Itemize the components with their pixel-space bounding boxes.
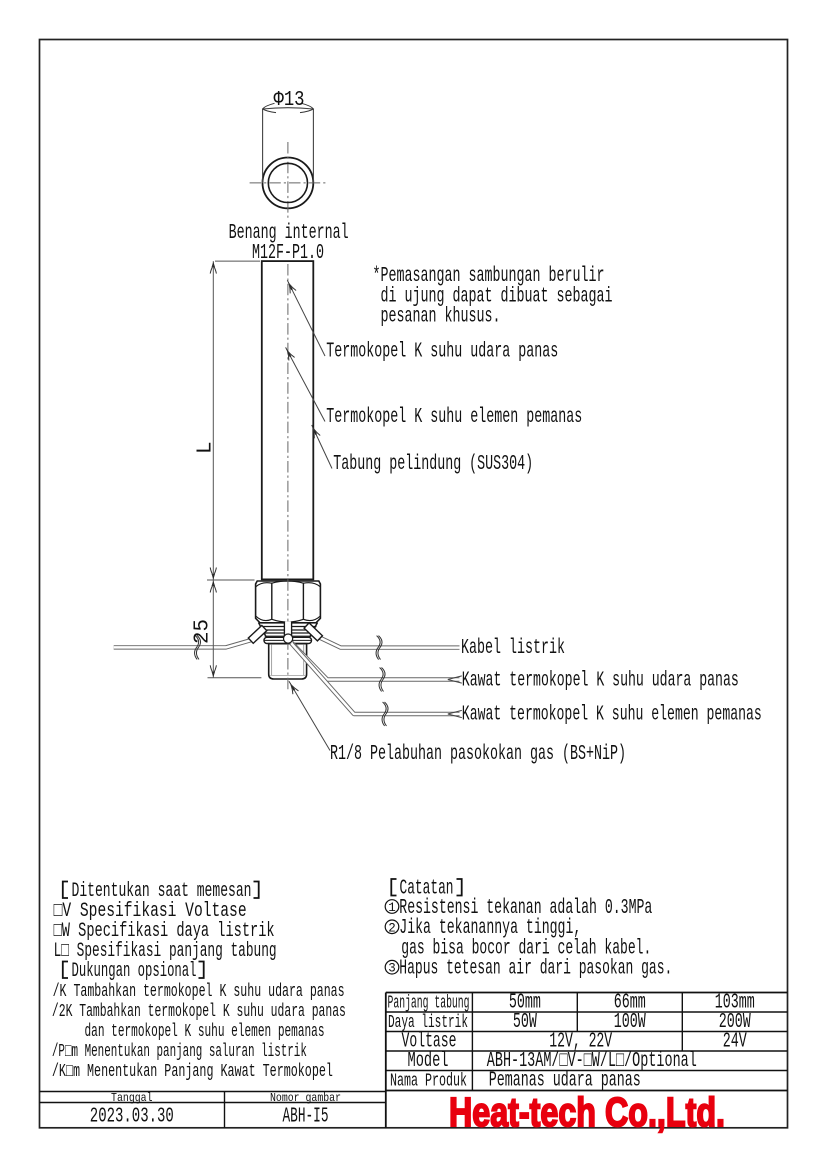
svg-text:di ujung dapat dibuat sebagai: di ujung dapat dibuat sebagai	[381, 285, 613, 308]
svg-text:L: L	[195, 441, 218, 454]
svg-text:Ditentukan saat memesan: Ditentukan saat memesan	[72, 880, 252, 903]
svg-text:Catatan: Catatan	[400, 878, 454, 901]
svg-text:Dukungan opsional: Dukungan opsional	[72, 960, 197, 983]
svg-text:Termokopel K suhu elemen peman: Termokopel K suhu elemen pemanas	[326, 406, 582, 429]
svg-text:dan termokopel K suhu elemen p: dan termokopel K suhu elemen pemanas	[85, 1022, 325, 1042]
svg-text:1: 1	[388, 901, 396, 915]
svg-text:/P□m Menentukan panjang salura: /P□m Menentukan panjang saluran listrik	[52, 1042, 307, 1062]
svg-text:Φ13: Φ13	[274, 89, 305, 112]
svg-text:Nama Produk: Nama Produk	[390, 1072, 467, 1092]
svg-text:Tanggal: Tanggal	[111, 1091, 153, 1105]
svg-text:Resistensi tekanan adalah 0.3M: Resistensi tekanan adalah 0.3MPa	[399, 897, 652, 920]
svg-text:100W: 100W	[614, 1011, 646, 1034]
svg-text:25: 25	[192, 619, 215, 644]
svg-text:Benang internal: Benang internal	[229, 222, 349, 245]
svg-text:Termokopel K suhu udara panas: Termokopel K suhu udara panas	[326, 340, 558, 363]
svg-text:Pemanas udara panas: Pemanas udara panas	[489, 1070, 641, 1093]
svg-text:103mm: 103mm	[715, 992, 755, 1015]
svg-text:Daya listrik: Daya listrik	[388, 1013, 468, 1033]
svg-text:□V Spesifikasi Voltase: □V Spesifikasi Voltase	[54, 900, 247, 923]
svg-text:2023.03.30: 2023.03.30	[90, 1106, 174, 1129]
svg-text:66mm: 66mm	[614, 992, 646, 1015]
svg-text:R1/8 Pelabuhan pasokokan gas (: R1/8 Pelabuhan pasokokan gas (BS+NiP)	[330, 743, 626, 766]
svg-text:Voltase: Voltase	[402, 1031, 457, 1054]
svg-text:Jika tekanannya tinggi,: Jika tekanannya tinggi,	[399, 917, 581, 940]
svg-text:24V: 24V	[723, 1031, 747, 1054]
svg-text:Kawat termokopel K suhu elemen: Kawat termokopel K suhu elemen pemanas	[462, 704, 762, 727]
svg-text:12V, 22V: 12V, 22V	[549, 1031, 612, 1054]
svg-text:L□ Spesifikasi panjang tabung: L□ Spesifikasi panjang tabung	[54, 940, 277, 963]
svg-text:Panjang tabung: Panjang tabung	[388, 994, 470, 1014]
svg-text:3: 3	[388, 962, 396, 976]
svg-text:50mm: 50mm	[509, 992, 541, 1015]
svg-text:Heat-tech Co.,Ltd.: Heat-tech Co.,Ltd.	[449, 1089, 725, 1135]
svg-text:/K Tambahkan termokopel K suhu: /K Tambahkan termokopel K suhu udara pan…	[53, 982, 345, 1002]
svg-text:50W: 50W	[513, 1011, 537, 1034]
svg-text:/2K Tambahkan termokopel K suh: /2K Tambahkan termokopel K suhu udara pa…	[52, 1002, 346, 1022]
svg-text:ABH-I5: ABH-I5	[283, 1106, 329, 1129]
svg-text:Model: Model	[408, 1050, 449, 1073]
svg-text:ABH-13AM/□V-□W/L□/Optional: ABH-13AM/□V-□W/L□/Optional	[487, 1050, 697, 1073]
svg-text:2: 2	[388, 921, 396, 935]
svg-text:*Pemasangan sambungan berulir: *Pemasangan sambungan berulir	[373, 265, 605, 288]
svg-text:Hapus tetesan air dari pasokan: Hapus tetesan air dari pasokan gas.	[399, 958, 672, 981]
svg-text:Nomor gambar: Nomor gambar	[270, 1091, 341, 1105]
svg-text:M12F-P1.0: M12F-P1.0	[252, 242, 324, 265]
svg-text:Kabel listrik: Kabel listrik	[461, 637, 565, 660]
svg-text:200W: 200W	[719, 1011, 751, 1034]
svg-text:□W Specifikasi daya listrik: □W Specifikasi daya listrik	[54, 920, 275, 943]
svg-text:Tabung pelindung (SUS304): Tabung pelindung (SUS304)	[333, 453, 533, 476]
svg-text:/K□m Menentukan Panjang Kawat: /K□m Menentukan Panjang Kawat Termokopel	[52, 1062, 333, 1082]
svg-text:gas bisa bocor dari celah kabe: gas bisa bocor dari celah kabel.	[401, 938, 651, 961]
svg-text:Kawat termokopel K suhu udara: Kawat termokopel K suhu udara panas	[462, 669, 739, 692]
svg-text:pesanan khusus.: pesanan khusus.	[381, 306, 501, 329]
